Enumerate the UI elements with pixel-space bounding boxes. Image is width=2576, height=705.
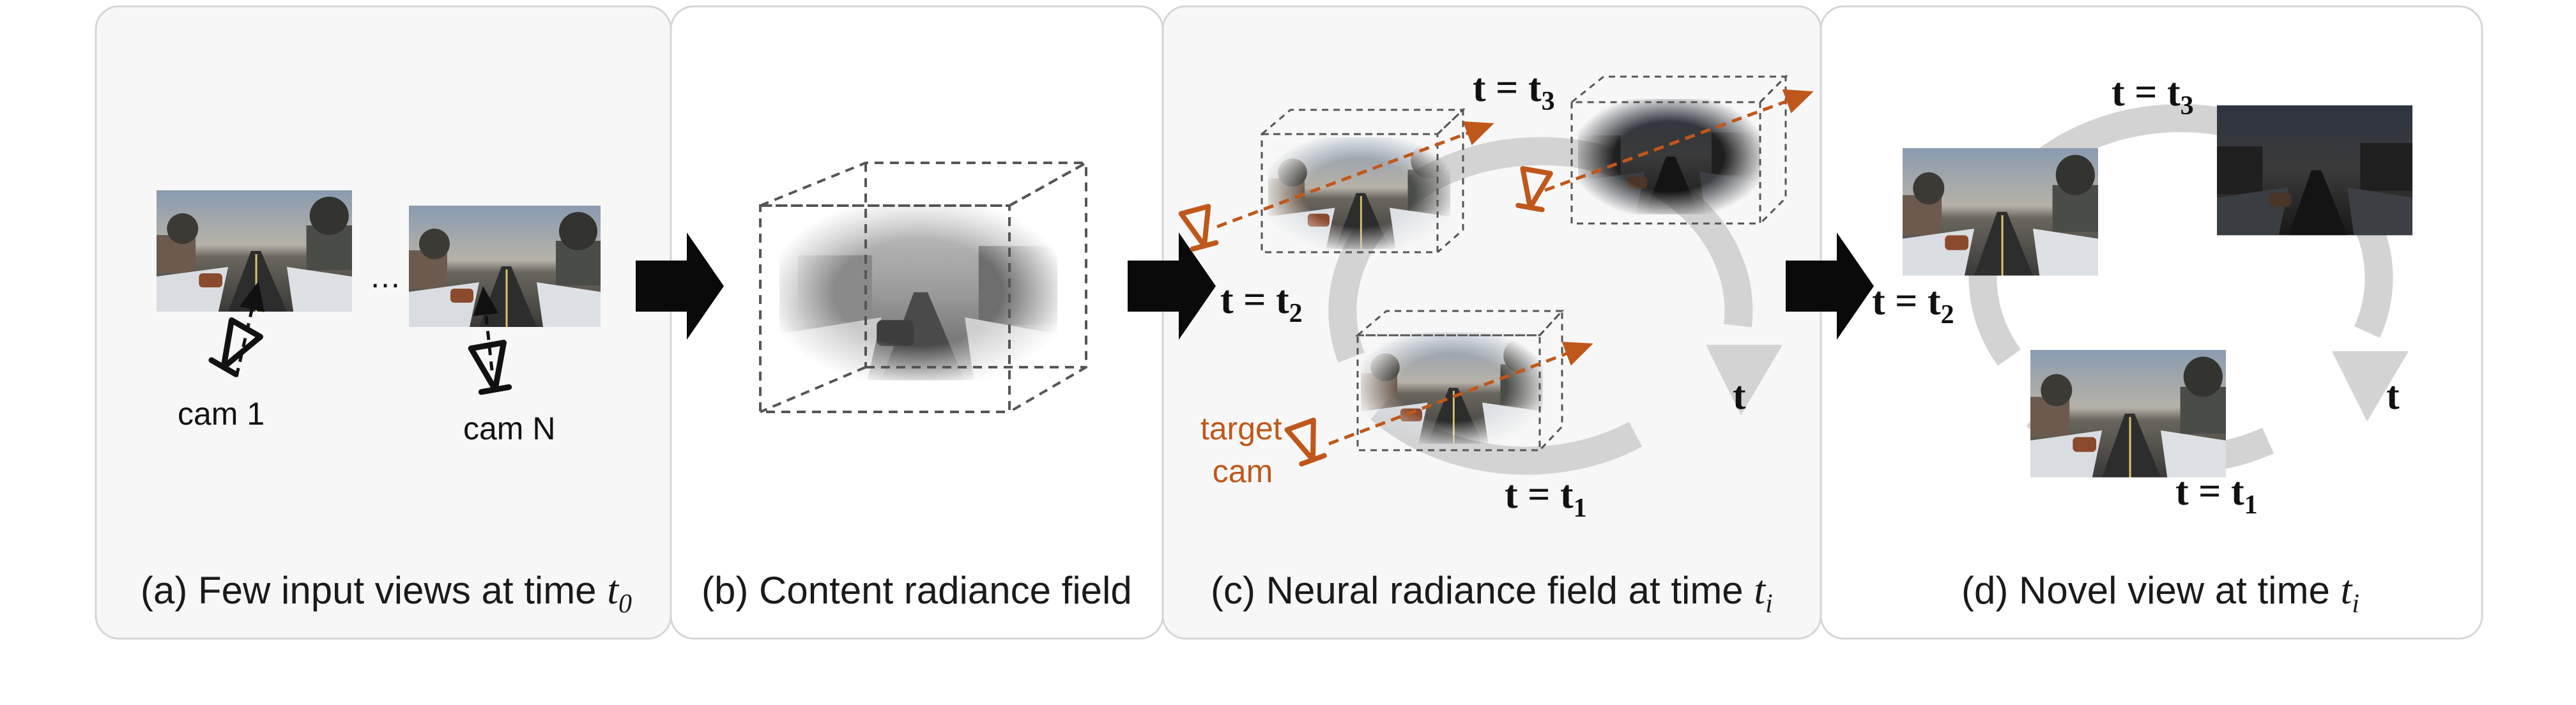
input-view-1 <box>155 189 353 313</box>
label-t3: t = t3 <box>1473 66 1555 116</box>
novel-view-t1 <box>2029 349 2227 479</box>
label-t2-d: t = t2 <box>1872 280 1954 330</box>
label-t3-d: t = t3 <box>2112 71 2194 121</box>
caption-c: (c) Neural radiance field at time ti <box>1211 567 1773 619</box>
camN-ray <box>473 286 499 371</box>
cam1-label: cam 1 <box>178 396 264 432</box>
content-radiance-cube <box>759 160 1091 413</box>
camN-label: cam N <box>463 411 555 446</box>
cycle-arrowhead <box>1706 345 1782 415</box>
caption-d: (d) Novel view at time ti <box>1961 567 2359 619</box>
input-view-n <box>408 204 602 328</box>
caption-b: (b) Content radiance field <box>702 569 1132 612</box>
label-t-axis-d: t <box>2386 374 2400 418</box>
cycle-arrow-icon <box>1328 137 1753 363</box>
cube-icon <box>1259 107 1466 254</box>
cube-icon <box>1354 308 1565 451</box>
ellipsis: … <box>369 259 401 294</box>
novel-view-t3 <box>2217 105 2412 236</box>
caption-a: (a) Few input views at time t0 <box>141 567 632 619</box>
target-cam-label: target cam <box>1200 411 1285 489</box>
label-t1-d: t = t1 <box>2175 470 2258 520</box>
label-t-axis: t <box>1733 374 1746 418</box>
novel-view-t2 <box>1901 147 2099 277</box>
label-t2: t = t2 <box>1220 278 1303 328</box>
cube-icon <box>1568 74 1788 225</box>
label-t1: t = t1 <box>1505 473 1587 523</box>
